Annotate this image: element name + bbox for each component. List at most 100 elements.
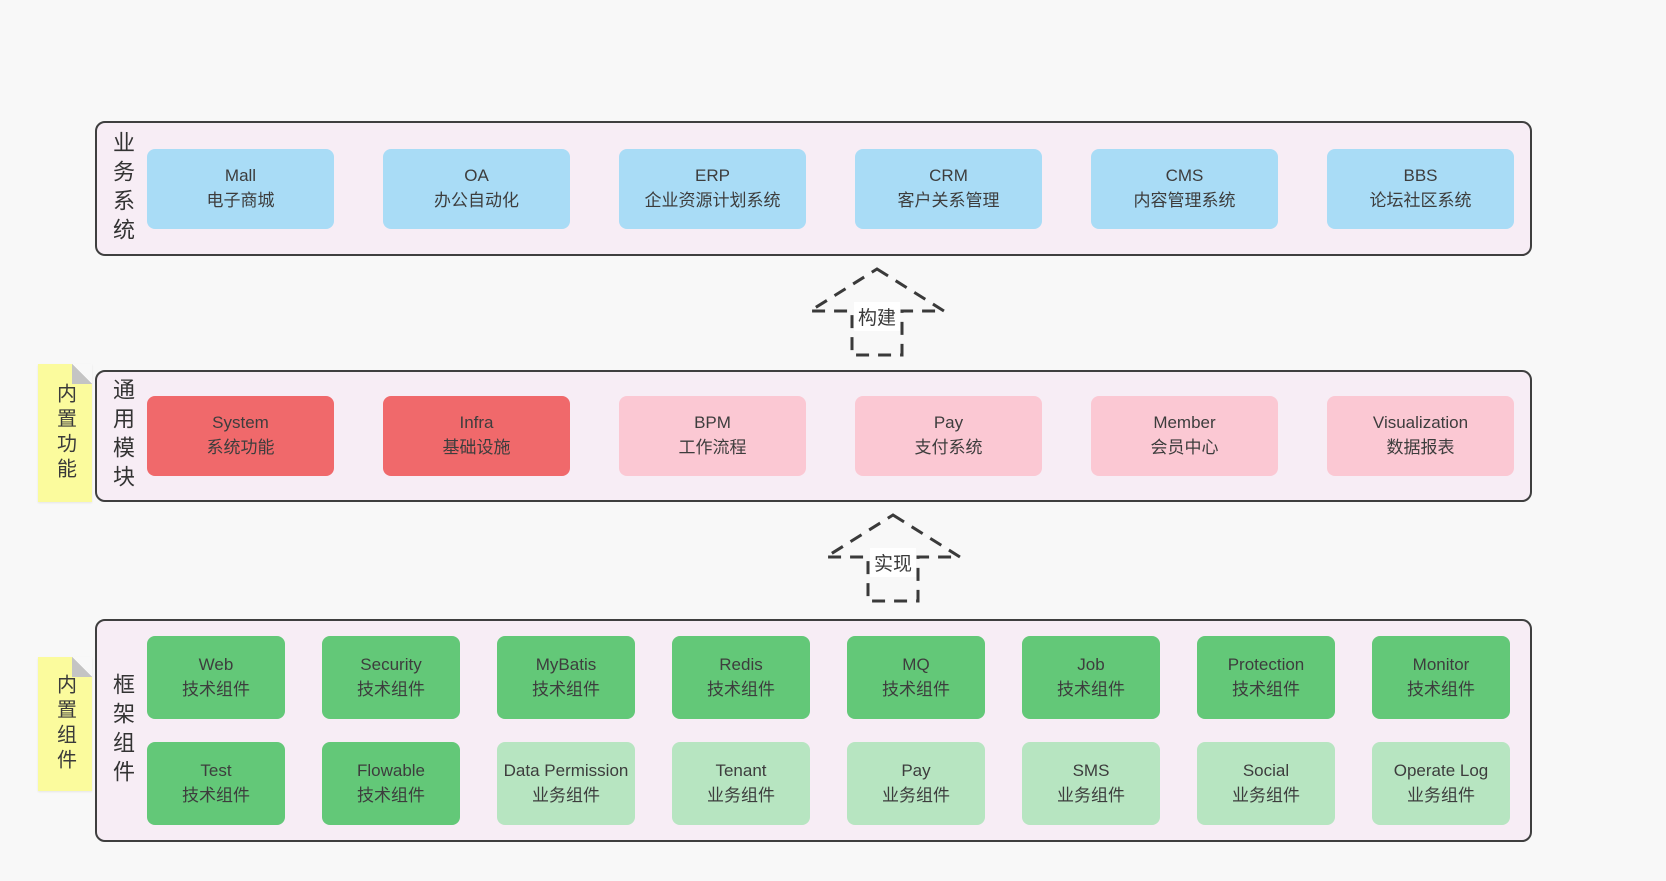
box-pay-biz: Pay 业务组件	[847, 742, 985, 825]
common-box-row: System 系统功能 Infra 基础设施 BPM 工作流程 Pay 支付系统…	[147, 372, 1530, 500]
box-mall: Mall 电子商城	[147, 148, 334, 229]
box-title: Infra	[459, 413, 494, 433]
box-mq: MQ 技术组件	[847, 636, 985, 719]
implement-up-arrow-icon: 实现	[823, 512, 963, 604]
box-subtitle: 会员中心	[1150, 438, 1219, 457]
implement-arrow-label: 实现	[869, 548, 917, 577]
box-infra: Infra 基础设施	[383, 396, 570, 476]
box-title: Social	[1242, 760, 1290, 780]
box-flowable: Flowable 技术组件	[322, 742, 460, 825]
folded-corner-icon	[72, 364, 92, 384]
box-pay: Pay 支付系统	[855, 396, 1042, 476]
box-subtitle: 技术组件	[182, 679, 250, 699]
panel-framework-components: 框架组件 Web 技术组件 Security 技术组件 MyBatis 技术组件…	[95, 619, 1532, 842]
box-erp: ERP 企业资源计划系统	[619, 148, 806, 229]
box-bbs: BBS 论坛社区系统	[1327, 148, 1514, 229]
box-title: Test	[200, 760, 232, 780]
sticky-note-builtin-features: 内置功能	[38, 364, 92, 502]
box-title: Mall	[224, 165, 257, 185]
box-visualization: Visualization 数据报表	[1327, 396, 1514, 476]
box-job: Job 技术组件	[1022, 636, 1160, 719]
box-protection: Protection 技术组件	[1197, 636, 1335, 719]
box-subtitle: 技术组件	[182, 785, 250, 805]
box-subtitle: 技术组件	[1057, 679, 1125, 699]
box-subtitle: 内容管理系统	[1133, 190, 1236, 210]
box-subtitle: 业务组件	[707, 785, 775, 805]
box-subtitle: 业务组件	[1232, 785, 1300, 805]
box-operate-log: Operate Log 业务组件	[1372, 742, 1510, 825]
box-title: Web	[198, 654, 234, 674]
box-title: ERP	[695, 165, 730, 185]
panel-business-systems: 业务系统 Mall 电子商城 OA 办公自动化 ERP 企业资源计划系统 CRM…	[95, 121, 1532, 256]
box-title: Monitor	[1412, 654, 1470, 674]
box-title: Flowable	[356, 760, 426, 780]
framework-box-grid: Web 技术组件 Security 技术组件 MyBatis 技术组件 Redi…	[147, 621, 1530, 840]
box-title: Data Permission	[503, 760, 629, 780]
box-subtitle: 支付系统	[914, 438, 983, 457]
panel-common-modules: 通用模块 System 系统功能 Infra 基础设施 BPM 工作流程 Pay…	[95, 370, 1532, 502]
box-title: Tenant	[715, 760, 767, 780]
business-box-row: Mall 电子商城 OA 办公自动化 ERP 企业资源计划系统 CRM 客户关系…	[147, 123, 1530, 254]
box-title: MyBatis	[535, 654, 597, 674]
box-subtitle: 技术组件	[532, 679, 600, 699]
box-subtitle: 论坛社区系统	[1369, 190, 1472, 210]
box-subtitle: 业务组件	[532, 785, 600, 805]
build-arrow-label: 构建	[853, 302, 901, 331]
box-subtitle: 业务组件	[1407, 785, 1475, 805]
panel-common-side-label: 通用模块	[110, 378, 135, 494]
box-subtitle: 技术组件	[882, 679, 950, 699]
panel-business-side-label: 业务系统	[110, 130, 135, 247]
box-redis: Redis 技术组件	[672, 636, 810, 719]
box-data-permission: Data Permission 业务组件	[497, 742, 635, 825]
box-title: System	[212, 413, 269, 433]
box-title: Pay	[901, 760, 931, 780]
box-oa: OA 办公自动化	[383, 148, 570, 229]
box-title: BPM	[694, 413, 731, 433]
box-system: System 系统功能	[147, 396, 334, 476]
box-monitor: Monitor 技术组件	[1372, 636, 1510, 719]
box-title: Redis	[719, 654, 763, 674]
box-title: OA	[464, 165, 489, 185]
box-subtitle: 技术组件	[1407, 679, 1475, 699]
box-title: Operate Log	[1393, 760, 1489, 780]
folded-corner-icon	[72, 657, 92, 677]
box-subtitle: 工作流程	[678, 438, 747, 457]
box-subtitle: 技术组件	[707, 679, 775, 699]
box-cms: CMS 内容管理系统	[1091, 148, 1278, 229]
sticky-note-builtin-components: 内置组件	[38, 657, 92, 791]
box-subtitle: 企业资源计划系统	[644, 190, 781, 210]
box-subtitle: 客户关系管理	[897, 190, 1000, 210]
box-subtitle: 基础设施	[442, 438, 511, 457]
box-subtitle: 业务组件	[882, 785, 950, 805]
box-title: Security	[360, 654, 422, 674]
box-social: Social 业务组件	[1197, 742, 1335, 825]
box-member: Member 会员中心	[1091, 396, 1278, 476]
box-subtitle: 技术组件	[1232, 679, 1300, 699]
box-subtitle: 技术组件	[357, 679, 425, 699]
box-test: Test 技术组件	[147, 742, 285, 825]
sticky-note-label: 内置功能	[53, 383, 76, 483]
box-tenant: Tenant 业务组件	[672, 742, 810, 825]
box-title: Job	[1077, 654, 1105, 674]
box-web: Web 技术组件	[147, 636, 285, 719]
box-title: MQ	[902, 654, 930, 674]
box-subtitle: 技术组件	[357, 785, 425, 805]
box-crm: CRM 客户关系管理	[855, 148, 1042, 229]
box-title: CMS	[1165, 165, 1204, 185]
box-subtitle: 办公自动化	[434, 190, 519, 210]
sticky-note-label: 内置组件	[53, 674, 76, 774]
box-subtitle: 业务组件	[1057, 785, 1125, 805]
box-security: Security 技术组件	[322, 636, 460, 719]
panel-framework-side-label: 框架组件	[110, 672, 135, 789]
box-title: Pay	[933, 413, 964, 433]
box-bpm: BPM 工作流程	[619, 396, 806, 476]
box-subtitle: 系统功能	[206, 438, 275, 457]
box-title: SMS	[1072, 760, 1110, 780]
box-mybatis: MyBatis 技术组件	[497, 636, 635, 719]
box-subtitle: 数据报表	[1386, 438, 1455, 457]
box-title: Protection	[1227, 654, 1305, 674]
box-sms: SMS 业务组件	[1022, 742, 1160, 825]
box-title: Visualization	[1372, 413, 1469, 433]
build-up-arrow-icon: 构建	[807, 266, 947, 358]
